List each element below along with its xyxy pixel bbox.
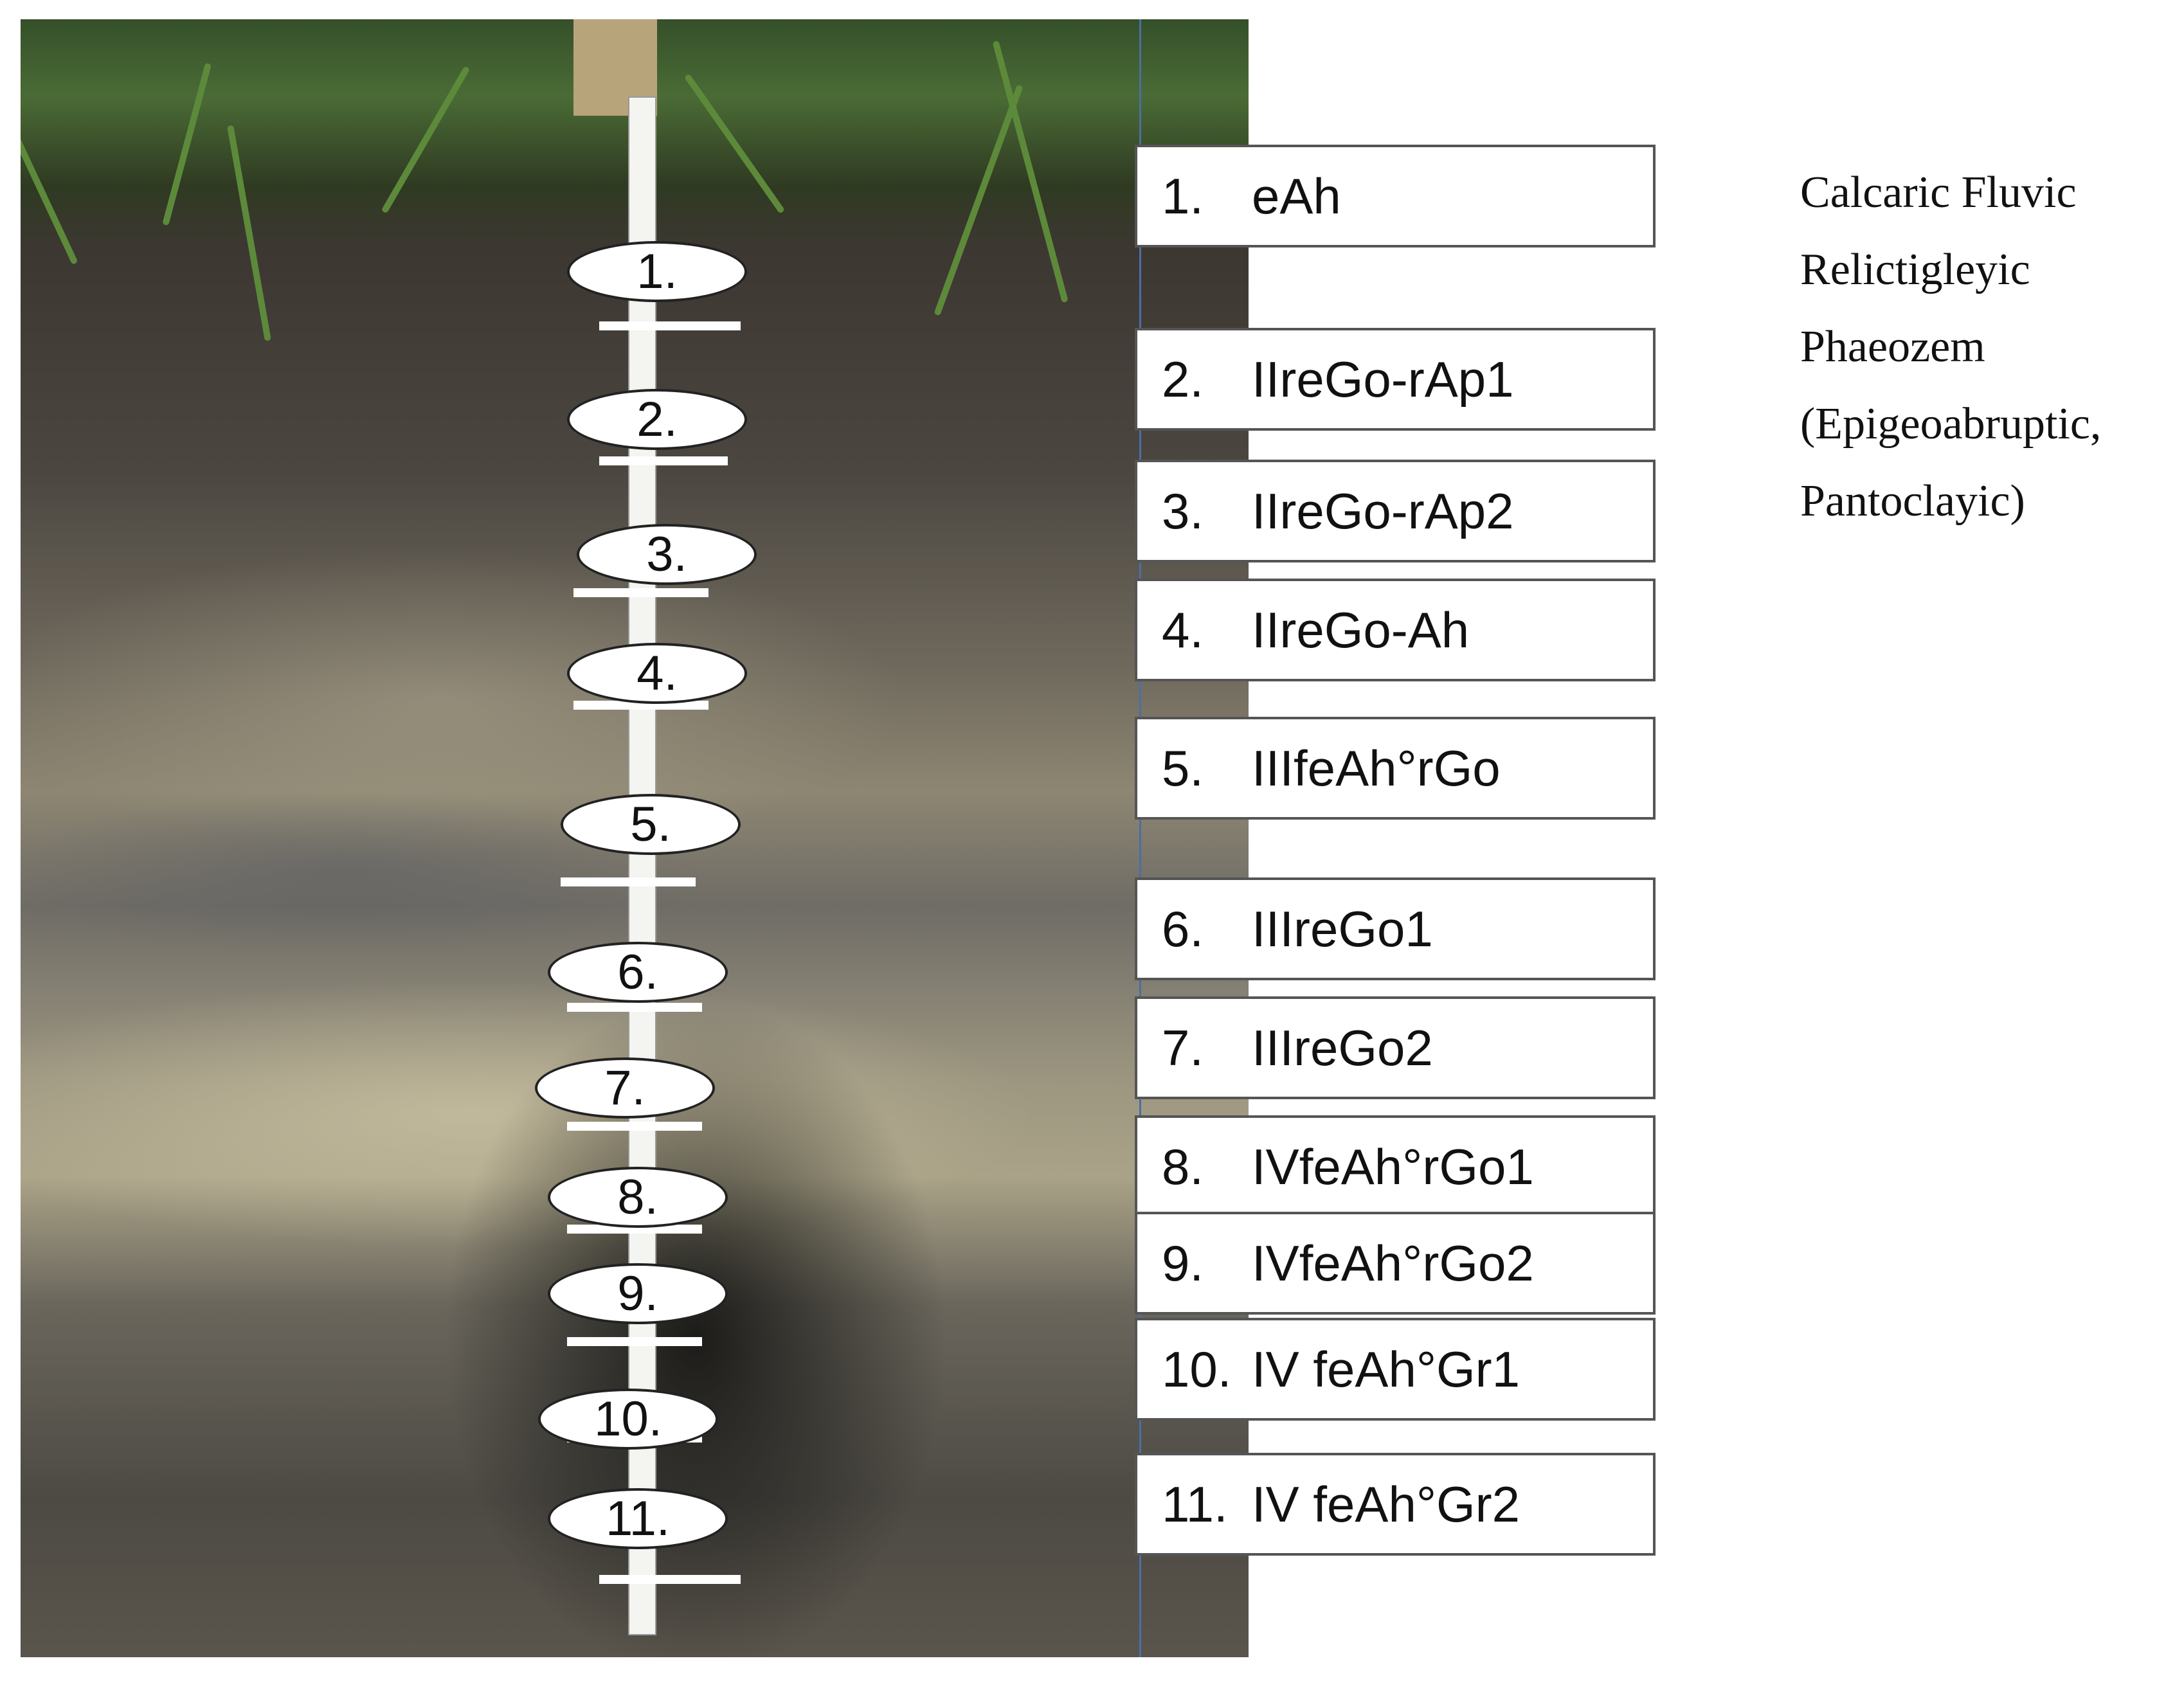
horizon-name: eAh [1252, 167, 1341, 224]
horizon-label-box: 7. IIIreGo2 [1135, 996, 1656, 1099]
grass [162, 62, 212, 226]
horizon-number: 4. [1162, 601, 1204, 658]
horizon-number: 11. [1162, 1475, 1228, 1533]
boundary-tick [599, 321, 741, 330]
horizon-oval-11: 11. [548, 1488, 728, 1549]
horizon-label-box: 10. IV feAh°Gr1 [1135, 1318, 1656, 1421]
boundary-tick [573, 588, 708, 597]
horizon-name: IV feAh°Gr1 [1252, 1340, 1521, 1398]
boundary-tick [599, 456, 728, 465]
grass [227, 125, 271, 341]
boundary-tick [599, 1575, 741, 1584]
horizon-oval-3: 3. [577, 524, 757, 585]
horizon-number: 3. [1162, 482, 1204, 539]
divider-line [1139, 19, 1141, 1657]
horizon-name: IIreGo-rAp1 [1252, 350, 1514, 408]
horizon-label-box: 2. IIreGo-rAp1 [1135, 328, 1656, 431]
horizon-oval-9: 9. [548, 1263, 728, 1324]
boundary-tick [567, 1003, 702, 1012]
horizon-number: 5. [1162, 739, 1204, 796]
horizon-number: 6. [1162, 900, 1204, 957]
grass [683, 73, 786, 214]
horizon-number: 9. [1162, 1234, 1204, 1291]
horizon-oval-10: 10. [538, 1389, 718, 1450]
horizon-label-box: 4. IIreGo-Ah [1135, 579, 1656, 681]
soil-classification: Calcaric Fluvic Relictigleyic Phaeozem (… [1800, 154, 2179, 540]
soil-profile-photo: 1. 2. 3. 4. 5. 6. 7. 8. 9. 10. 11. [21, 19, 1249, 1657]
boundary-tick [567, 1337, 702, 1346]
horizon-number: 2. [1162, 350, 1204, 408]
grass [21, 111, 78, 265]
horizon-label-box: 6. IIIreGo1 [1135, 877, 1656, 980]
horizon-name: IIIreGo1 [1252, 900, 1433, 957]
boundary-tick [561, 877, 696, 886]
classification-line: Phaeozem [1800, 322, 1985, 372]
horizon-number: 8. [1162, 1138, 1204, 1195]
horizon-label-box: 5. IIIfeAh°rGo [1135, 717, 1656, 820]
classification-line: (Epigeoabruptic, [1800, 399, 2102, 449]
horizon-oval-2: 2. [567, 389, 747, 450]
horizon-name: IIIreGo2 [1252, 1019, 1433, 1076]
grass [934, 84, 1024, 316]
horizon-number: 1. [1162, 167, 1204, 224]
horizon-label-box: 9. IVfeAh°rGo2 [1135, 1212, 1656, 1315]
horizon-label-box: 8. IVfeAh°rGo1 [1135, 1115, 1656, 1218]
horizon-oval-4: 4. [567, 643, 747, 704]
horizon-label-box: 3. IIreGo-rAp2 [1135, 460, 1656, 562]
grass [381, 66, 471, 214]
horizon-number: 7. [1162, 1019, 1204, 1076]
horizon-oval-5: 5. [561, 794, 741, 855]
measuring-scale [628, 96, 656, 1635]
classification-line: Calcaric Fluvic [1800, 168, 2077, 217]
horizon-oval-1: 1. [567, 241, 747, 302]
horizon-name: IVfeAh°rGo1 [1252, 1138, 1534, 1195]
horizon-name: IV feAh°Gr2 [1252, 1475, 1521, 1533]
horizon-name: IIreGo-Ah [1252, 601, 1470, 658]
horizon-name: IIreGo-rAp2 [1252, 482, 1514, 539]
horizon-label-box: 1. eAh [1135, 145, 1656, 247]
horizon-oval-6: 6. [548, 942, 728, 1003]
horizon-label-box: 11. IV feAh°Gr2 [1135, 1453, 1656, 1556]
grass [992, 40, 1069, 303]
horizon-name: IIIfeAh°rGo [1252, 739, 1501, 796]
boundary-tick [567, 1225, 702, 1234]
classification-line: Pantoclayic) [1800, 476, 2025, 526]
boundary-tick [567, 1122, 702, 1131]
horizon-oval-8: 8. [548, 1167, 728, 1228]
classification-line: Relictigleyic [1800, 245, 2030, 294]
horizon-oval-7: 7. [535, 1057, 715, 1119]
horizon-number: 10. [1162, 1340, 1232, 1398]
horizon-name: IVfeAh°rGo2 [1252, 1234, 1534, 1291]
